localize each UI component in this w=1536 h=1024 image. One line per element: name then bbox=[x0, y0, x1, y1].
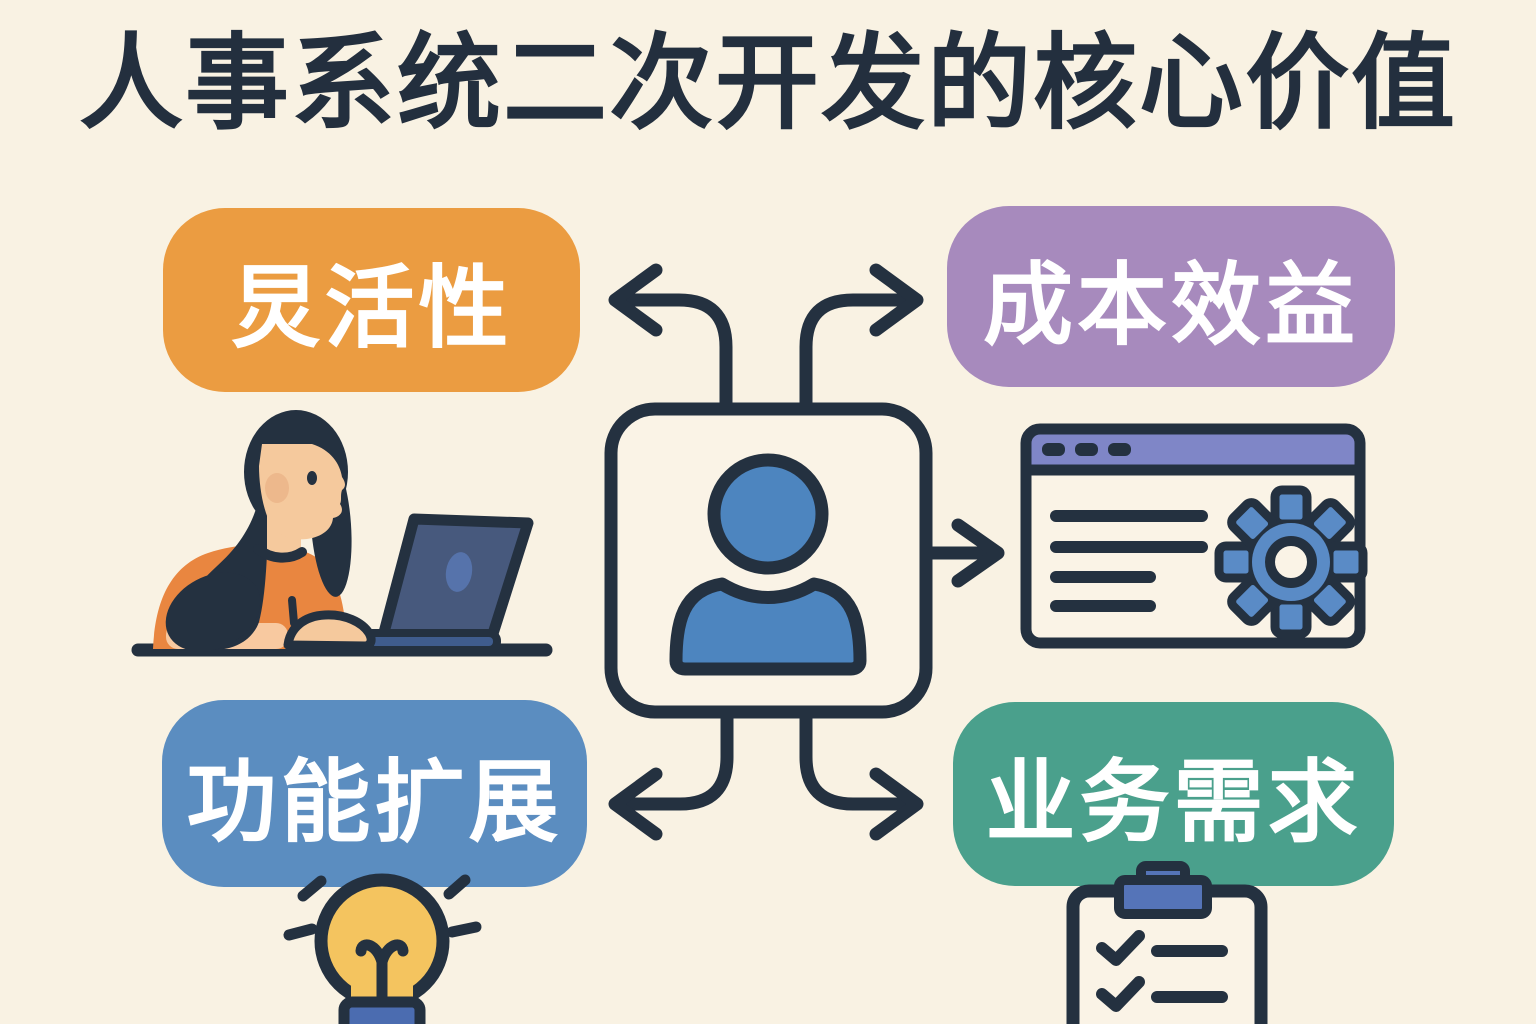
face bbox=[259, 444, 345, 540]
arrow-to-business-needs bbox=[799, 709, 924, 841]
arrow-to-flexibility bbox=[608, 263, 733, 411]
user-icon bbox=[669, 453, 867, 676]
lightbulb-icon bbox=[283, 873, 482, 1024]
hair bbox=[165, 410, 352, 652]
woman-at-laptop-illustration bbox=[131, 410, 553, 657]
clipboard-checklist-icon bbox=[1066, 861, 1268, 1024]
node-feature-expansion: 功能扩展 bbox=[162, 700, 587, 887]
connector-arrows bbox=[608, 263, 1005, 841]
window-buttons bbox=[1042, 443, 1131, 456]
arrow-to-cost-benefit bbox=[799, 263, 924, 411]
center-user-box bbox=[604, 402, 933, 719]
bulb-filament bbox=[355, 939, 409, 1006]
window-titlebar bbox=[1029, 430, 1357, 466]
settings-window-icon bbox=[1020, 423, 1368, 649]
shirt bbox=[153, 544, 347, 649]
window-text-lines bbox=[1050, 510, 1208, 612]
hand bbox=[283, 610, 376, 651]
arrow-to-settings-window bbox=[925, 518, 1005, 588]
gear-icon bbox=[1214, 485, 1368, 639]
node-flexibility: 炅活性 bbox=[163, 208, 580, 392]
bulb-base bbox=[338, 996, 426, 1024]
neck bbox=[267, 510, 301, 558]
node-cost-benefit-label: 成本效益 bbox=[983, 255, 1359, 356]
eye bbox=[307, 471, 317, 485]
node-flexibility-label: 炅活性 bbox=[230, 259, 513, 359]
page-title: 人事系统二次开发的核心价值 bbox=[78, 26, 1457, 142]
node-business-needs-label: 业务需求 bbox=[985, 753, 1362, 853]
collar bbox=[253, 544, 307, 563]
clipboard-board bbox=[1066, 884, 1268, 1024]
ear bbox=[265, 473, 289, 503]
node-cost-benefit: 成本效益 bbox=[947, 206, 1395, 387]
arrow-to-feature-expansion bbox=[608, 709, 734, 841]
laptop-icon bbox=[325, 513, 534, 654]
node-business-needs: 业务需求 bbox=[953, 702, 1394, 886]
checklist-items bbox=[1096, 930, 1228, 1012]
node-feature-expansion-label: 功能扩展 bbox=[186, 752, 563, 853]
bulb-rays bbox=[283, 874, 482, 941]
